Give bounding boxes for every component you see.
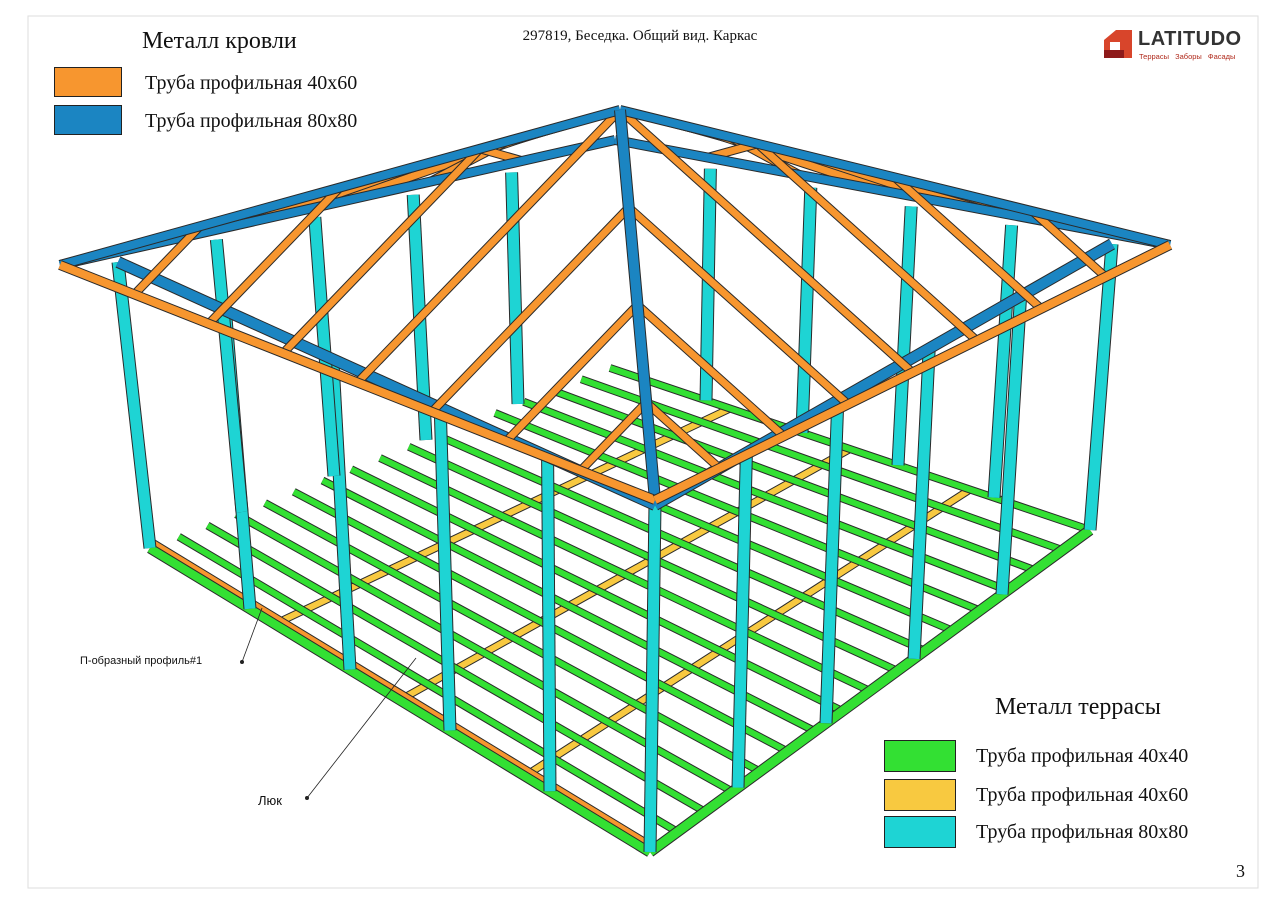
page-border bbox=[27, 15, 1259, 889]
swatch-roof-40x60 bbox=[54, 67, 122, 97]
logo-tagline: Террасы Заборы Фасады bbox=[1139, 52, 1236, 61]
floor-joist bbox=[580, 376, 1064, 553]
rafter bbox=[892, 174, 1044, 312]
floor-joist bbox=[436, 432, 927, 654]
rafter bbox=[1030, 208, 1108, 280]
post bbox=[988, 224, 1018, 498]
post bbox=[644, 504, 661, 853]
post bbox=[820, 400, 844, 724]
post bbox=[309, 216, 340, 477]
annotation-profile: П-образный профиль#1 bbox=[80, 655, 203, 667]
rafter bbox=[755, 141, 980, 344]
rafter bbox=[503, 302, 641, 444]
swatch-terrace-40x60 bbox=[884, 779, 956, 811]
post bbox=[996, 295, 1027, 595]
floor-joist bbox=[522, 398, 1009, 594]
swatch-terrace-80x80 bbox=[884, 816, 956, 848]
annotation-hatch: Люк bbox=[258, 793, 282, 808]
rafter bbox=[635, 302, 787, 439]
eave-edge bbox=[653, 241, 1172, 504]
floor-joist bbox=[321, 477, 817, 734]
rafter bbox=[354, 107, 623, 385]
swatch-terrace-40x40 bbox=[884, 740, 956, 772]
post bbox=[1084, 243, 1118, 531]
floor-perimeter bbox=[647, 526, 1093, 856]
house-logo-icon bbox=[1104, 30, 1132, 58]
terrace-legend-heading: Металл террасы bbox=[995, 694, 1161, 720]
post bbox=[434, 407, 456, 731]
hip-rafter bbox=[615, 109, 660, 501]
terrace-legend-item: Труба профильная 80х80 bbox=[976, 821, 1189, 843]
post bbox=[542, 456, 556, 792]
rafter bbox=[617, 107, 915, 376]
hip-rafter bbox=[619, 106, 1171, 249]
floor-perimeter-inner bbox=[148, 538, 652, 846]
latitudo-logo: LATITUDO Террасы Заборы Фасады bbox=[1102, 28, 1252, 64]
eave-edge bbox=[58, 261, 657, 504]
rafter bbox=[643, 399, 722, 471]
post bbox=[210, 239, 248, 513]
rafter bbox=[131, 223, 203, 297]
rafter bbox=[206, 185, 343, 327]
rafter bbox=[578, 400, 649, 474]
swatch-roof-80x80 bbox=[54, 105, 122, 135]
floor-joist bbox=[493, 410, 982, 614]
drawing-title: 297819, Беседка. Общий вид. Каркас bbox=[522, 28, 758, 44]
roof-legend-item: Труба профильная 80х80 bbox=[145, 110, 358, 132]
floor-joist bbox=[206, 522, 707, 815]
rafter bbox=[626, 204, 851, 407]
eave-beam bbox=[614, 136, 1171, 249]
floor-joist bbox=[378, 455, 872, 694]
page-number: 3 bbox=[1236, 861, 1245, 881]
logo-name: LATITUDO bbox=[1138, 28, 1242, 50]
post bbox=[112, 261, 156, 549]
post bbox=[732, 452, 752, 788]
terrace-floor-frame bbox=[147, 364, 1094, 857]
rafter bbox=[280, 146, 483, 356]
post bbox=[796, 187, 817, 433]
roof-legend-heading: Металл кровли bbox=[142, 28, 297, 54]
roof-legend-item: Труба профильная 40х60 bbox=[145, 72, 358, 94]
floor-joist bbox=[177, 534, 680, 835]
terrace-legend-item: Труба профильная 40х40 bbox=[976, 745, 1189, 767]
terrace-legend-item: Труба профильная 40х60 bbox=[976, 784, 1189, 806]
roof-frame bbox=[58, 105, 1173, 511]
post bbox=[506, 172, 524, 405]
post bbox=[908, 348, 935, 660]
floor-perimeter bbox=[147, 544, 653, 856]
floor-joist bbox=[349, 466, 844, 714]
annotation-leaders bbox=[240, 607, 417, 800]
post bbox=[892, 206, 917, 466]
hip-rafter bbox=[58, 106, 622, 269]
rafter bbox=[429, 205, 632, 415]
floor-joist bbox=[292, 489, 789, 755]
